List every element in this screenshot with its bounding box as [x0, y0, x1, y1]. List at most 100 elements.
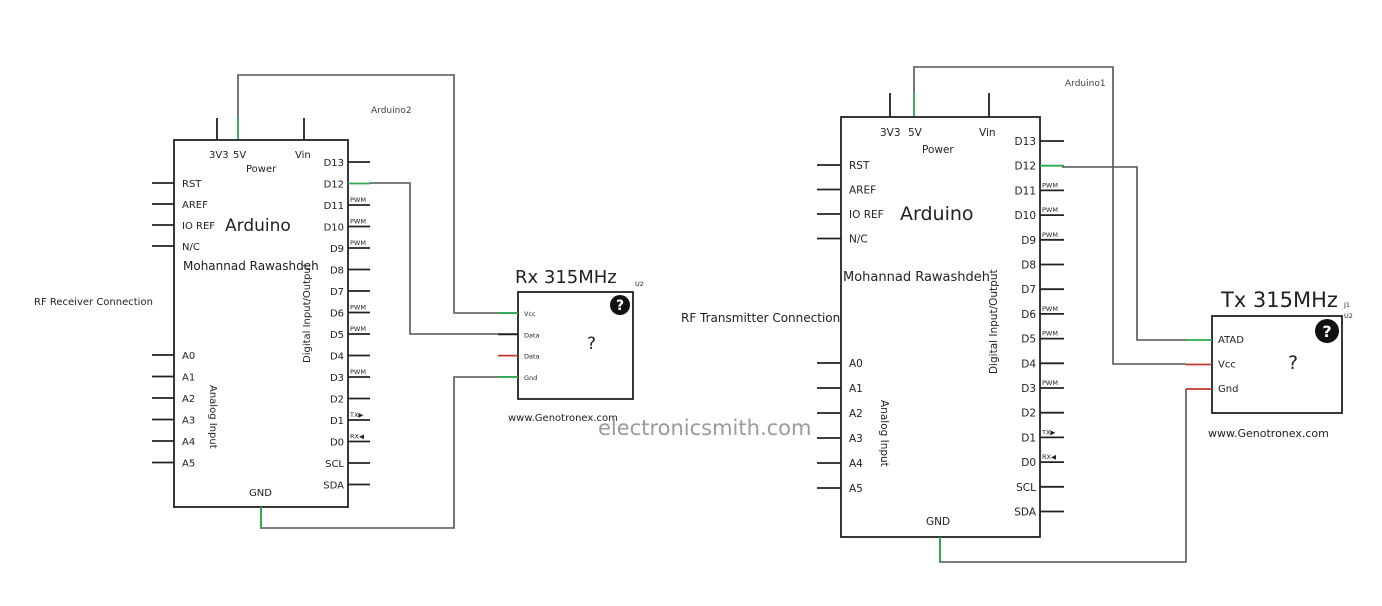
pin-label-d9: D9 [1021, 235, 1036, 247]
pin-label-d4: D4 [1021, 358, 1036, 370]
arduino-board-tx [840, 116, 1041, 538]
wire-d12-to-atad [1062, 166, 1186, 341]
module-ref: U2 [635, 280, 644, 288]
power-label: Power [246, 164, 277, 175]
pin-label-a4: A4 [182, 437, 195, 448]
pin-label-d8: D8 [330, 266, 344, 277]
digital-io-label: Digital Input/Output [302, 263, 313, 363]
pin-label-d10: D10 [1015, 210, 1036, 222]
pin-label-aref: AREF [849, 185, 876, 197]
pin-label-aref: AREF [182, 200, 208, 211]
module-title-tx: Tx 315MHz [1220, 288, 1338, 312]
pin-label-scl: SCL [325, 459, 344, 470]
pin-label-scl: SCL [1016, 482, 1036, 494]
author-name-tx: Mohannad Rawashdeh [843, 270, 990, 285]
pin-label-d7: D7 [1021, 284, 1036, 296]
pin-label-sda: SDA [323, 481, 344, 492]
module-pin-label-data: Data [524, 353, 540, 361]
power-label-tx: Power [922, 144, 954, 156]
pin-tag-d1: TX▶ [349, 411, 363, 419]
pin-label-3v3-tx: 3V3 [880, 127, 901, 139]
wire-d12-to-data [369, 182, 518, 335]
pin-label-d8: D8 [1021, 260, 1036, 272]
pin-label-n-c: N/C [849, 234, 868, 246]
pin-label-d7: D7 [330, 287, 344, 298]
pin-tag-d6: PWM [350, 304, 366, 312]
pin-tag-d9: PWM [1042, 231, 1058, 239]
pin-label-d11: D11 [324, 201, 344, 212]
pin-label-d3: D3 [1021, 383, 1036, 395]
svg-text:?: ? [1322, 322, 1331, 341]
pin-tag-d1: TX▶ [1041, 428, 1055, 436]
pin-label-d9: D9 [330, 244, 344, 255]
help-icon-tx: ? [1315, 319, 1339, 343]
pin-label-a0: A0 [849, 358, 863, 370]
module-pin-label-gnd: Gnd [1218, 384, 1238, 395]
pin-label-3v3: 3V3 [209, 150, 229, 161]
pin-label-d12: D12 [324, 180, 344, 191]
pin-label-a0: A0 [182, 351, 195, 362]
help-icon: ? [610, 295, 630, 315]
pin-tag-d0: RX◀ [350, 433, 364, 441]
pin-label-d0: D0 [330, 438, 344, 449]
pin-tag-d3: PWM [1042, 379, 1058, 387]
pin-label-a3: A3 [182, 416, 195, 427]
pin-label-d5: D5 [1021, 334, 1036, 346]
pin-tag-d3: PWM [350, 368, 366, 376]
pin-label-a4: A4 [849, 458, 863, 470]
pin-tag-d10: PWM [1042, 206, 1058, 214]
pin-label-d2: D2 [330, 395, 344, 406]
pin-tag-d5: PWM [350, 325, 366, 333]
pin-tag-d11: PWM [350, 196, 366, 204]
module-mark-tx: ? [1288, 352, 1298, 374]
arduino-board [173, 139, 349, 508]
pin-label-d4: D4 [330, 352, 344, 363]
caption-receiver: RF Receiver Connection [34, 297, 153, 308]
module-pin-label-vcc: Vcc [1218, 360, 1236, 371]
gnd-label: GND [249, 488, 272, 499]
analog-input-label: Analog Input [207, 385, 218, 449]
transmitter-schematic: Arduino1 RF Transmitter Connection 3V3 5… [681, 66, 1353, 563]
pin-tag-d10: PWM [350, 218, 366, 226]
pin-label-d11: D11 [1015, 185, 1036, 197]
pin-label-d2: D2 [1021, 408, 1036, 420]
board-ref-label: Arduino2 [371, 106, 412, 116]
pin-tag-d5: PWM [1042, 330, 1058, 338]
pin-label-a3: A3 [849, 433, 863, 445]
module-site-tx: www.Genotronex.com [1208, 427, 1329, 440]
pin-label-5v-tx: 5V [908, 127, 923, 139]
digital-pin-group: D13D12D11PWMD10PWMD9PWMD8D7D6PWMD5PWMD4D… [323, 158, 370, 492]
pin-label-vin: Vin [295, 150, 311, 161]
module-site: www.Genotronex.com [508, 413, 618, 424]
pin-label-io-ref: IO REF [849, 209, 884, 221]
pin-label-d0: D0 [1021, 457, 1036, 469]
pin-label-d12: D12 [1015, 161, 1036, 173]
receiver-schematic: Arduino2 RF Receiver Connection 3V3 5V V… [34, 74, 644, 529]
pin-tag-d0: RX◀ [1042, 453, 1056, 461]
pin-label-a5: A5 [182, 459, 195, 470]
gnd-label-tx: GND [926, 516, 950, 528]
pin-label-a1: A1 [849, 383, 863, 395]
digital-io-label-tx: Digital Input/Output [988, 269, 1000, 374]
pin-tag-d9: PWM [350, 239, 366, 247]
pin-label-d13: D13 [324, 158, 344, 169]
pin-label-a5: A5 [849, 483, 863, 495]
pin-label-d5: D5 [330, 330, 344, 341]
module-pin-label-gnd: Gnd [524, 374, 537, 382]
module-mark: ? [587, 334, 596, 354]
module-ref-tx: J1 [1343, 301, 1350, 309]
pin-label-rst: RST [849, 160, 870, 172]
pin-label-sda: SDA [1014, 507, 1037, 519]
board-name-tx: Arduino [900, 203, 974, 225]
board-ref-label-tx: Arduino1 [1065, 79, 1106, 89]
pin-label-d10: D10 [324, 223, 344, 234]
caption-transmitter: RF Transmitter Connection [681, 311, 840, 325]
svg-text:?: ? [616, 298, 624, 314]
pin-label-a1: A1 [182, 373, 195, 384]
wire-5v-to-vcc-tx [913, 66, 1186, 365]
